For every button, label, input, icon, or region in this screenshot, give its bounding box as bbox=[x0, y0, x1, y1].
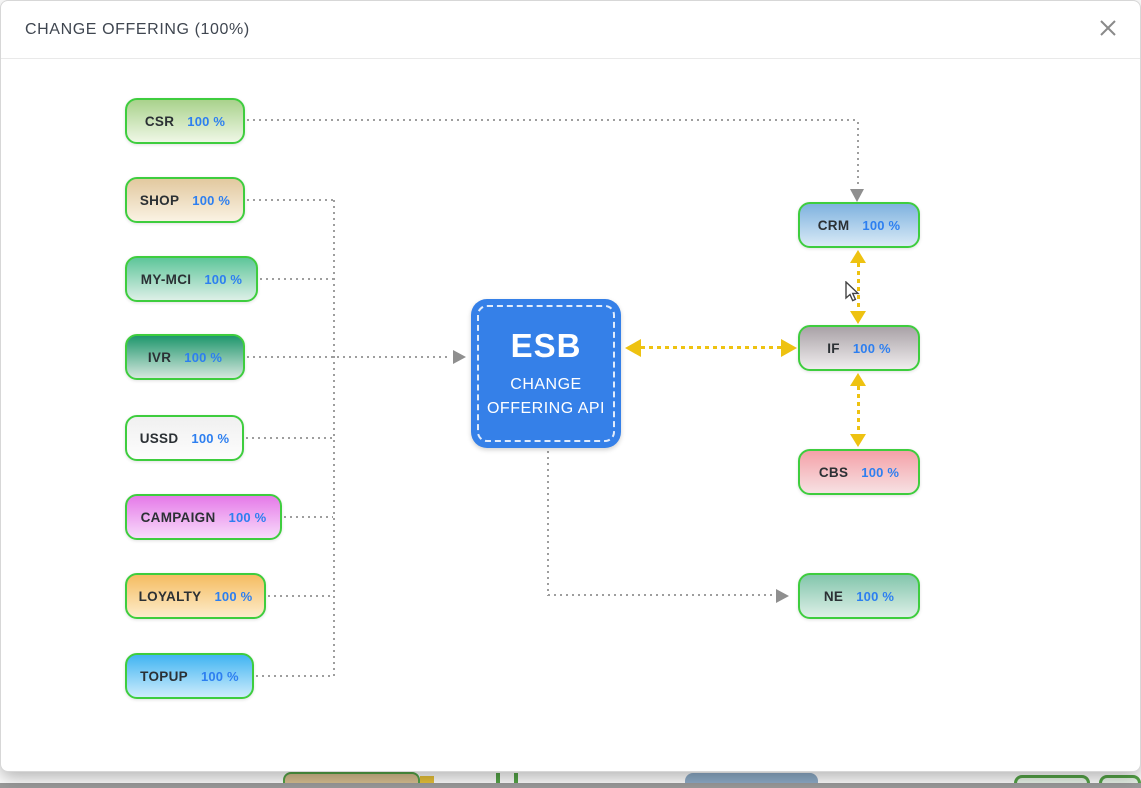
node-value: 100 % bbox=[856, 588, 895, 604]
node-cbs[interactable]: CBS 100 % bbox=[798, 449, 920, 495]
node-label: TOPUP bbox=[140, 668, 188, 684]
esb-title: ESB bbox=[510, 326, 582, 364]
connector-esb-ne bbox=[548, 594, 774, 596]
connector-crm-if bbox=[857, 263, 860, 311]
node-label: CRM bbox=[817, 217, 850, 233]
arrowhead-up-icon bbox=[850, 250, 866, 263]
node-if[interactable]: IF 100 % bbox=[798, 325, 920, 371]
connector-mymci-trunk bbox=[260, 278, 333, 280]
esb-subtitle: CHANGE OFFERING API bbox=[486, 375, 605, 417]
node-label: USSD bbox=[139, 430, 179, 446]
arrowhead-down-icon bbox=[850, 189, 864, 202]
node-value: 100 % bbox=[214, 588, 253, 604]
node-value: 100 % bbox=[862, 217, 901, 233]
node-my-mci[interactable]: MY-MCI 100 % bbox=[125, 256, 258, 302]
node-value: 100 % bbox=[200, 668, 239, 684]
node-label: MY-MCI bbox=[140, 271, 192, 287]
modal-header: CHANGE OFFERING (100%) bbox=[1, 1, 1140, 59]
node-label: CSR bbox=[144, 113, 175, 129]
node-label: IF bbox=[827, 340, 840, 356]
node-ivr[interactable]: IVR 100 % bbox=[125, 334, 245, 380]
connector-ussd-trunk bbox=[246, 437, 333, 439]
background-line-fragment bbox=[496, 773, 500, 788]
arrowhead-down-icon bbox=[850, 434, 866, 447]
connector-campaign-trunk bbox=[284, 516, 333, 518]
node-value: 100 % bbox=[187, 113, 226, 129]
node-shop[interactable]: SHOP 100 % bbox=[125, 177, 245, 223]
connector-esb-if bbox=[641, 346, 781, 349]
node-ussd[interactable]: USSD 100 % bbox=[125, 415, 244, 461]
arrowhead-right-icon bbox=[776, 589, 789, 603]
node-campaign[interactable]: CAMPAIGN 100 % bbox=[125, 494, 282, 540]
node-csr[interactable]: CSR 100 % bbox=[125, 98, 245, 144]
node-topup[interactable]: TOPUP 100 % bbox=[125, 653, 254, 699]
background-line-fragment bbox=[514, 773, 518, 788]
arrowhead-left-icon bbox=[625, 339, 641, 357]
node-value: 100 % bbox=[852, 340, 891, 356]
diagram-canvas: CSR 100 % SHOP 100 % MY-MCI 100 % IVR 10… bbox=[1, 1, 1141, 773]
arrowhead-up-icon bbox=[850, 373, 866, 386]
close-button[interactable] bbox=[1094, 16, 1122, 44]
connector-ivr-esb bbox=[247, 356, 451, 358]
mouse-cursor-icon bbox=[844, 280, 864, 308]
connector-esb-ne bbox=[547, 451, 549, 596]
connector-loyalty-trunk bbox=[268, 595, 333, 597]
node-label: NE bbox=[823, 588, 844, 604]
node-esb[interactable]: ESB CHANGE OFFERING API bbox=[471, 299, 621, 448]
node-value: 100 % bbox=[228, 509, 267, 525]
connector-csr-crm bbox=[247, 119, 858, 121]
node-ne[interactable]: NE 100 % bbox=[798, 573, 920, 619]
connector-trunk bbox=[333, 200, 335, 676]
arrowhead-down-icon bbox=[850, 311, 866, 324]
node-label: LOYALTY bbox=[138, 588, 202, 604]
connector-if-cbs bbox=[857, 386, 860, 434]
node-value: 100 % bbox=[861, 464, 900, 480]
connector-shop-trunk bbox=[247, 199, 333, 201]
change-offering-modal: CHANGE OFFERING (100%) bbox=[0, 0, 1141, 772]
arrowhead-right-icon bbox=[781, 339, 797, 357]
node-label: IVR bbox=[147, 349, 172, 365]
node-label: CAMPAIGN bbox=[140, 509, 216, 525]
node-crm[interactable]: CRM 100 % bbox=[798, 202, 920, 248]
node-label: SHOP bbox=[139, 192, 180, 208]
node-value: 100 % bbox=[192, 192, 231, 208]
close-icon bbox=[1098, 18, 1118, 41]
arrowhead-right-icon bbox=[453, 350, 466, 364]
node-value: 100 % bbox=[204, 271, 243, 287]
node-value: 100 % bbox=[184, 349, 223, 365]
node-label: CBS bbox=[818, 464, 849, 480]
node-loyalty[interactable]: LOYALTY 100 % bbox=[125, 573, 266, 619]
background-band bbox=[0, 783, 1141, 788]
connector-topup-trunk bbox=[256, 675, 333, 677]
connector-csr-crm bbox=[857, 122, 859, 186]
modal-title: CHANGE OFFERING (100%) bbox=[25, 20, 250, 38]
node-value: 100 % bbox=[191, 430, 230, 446]
